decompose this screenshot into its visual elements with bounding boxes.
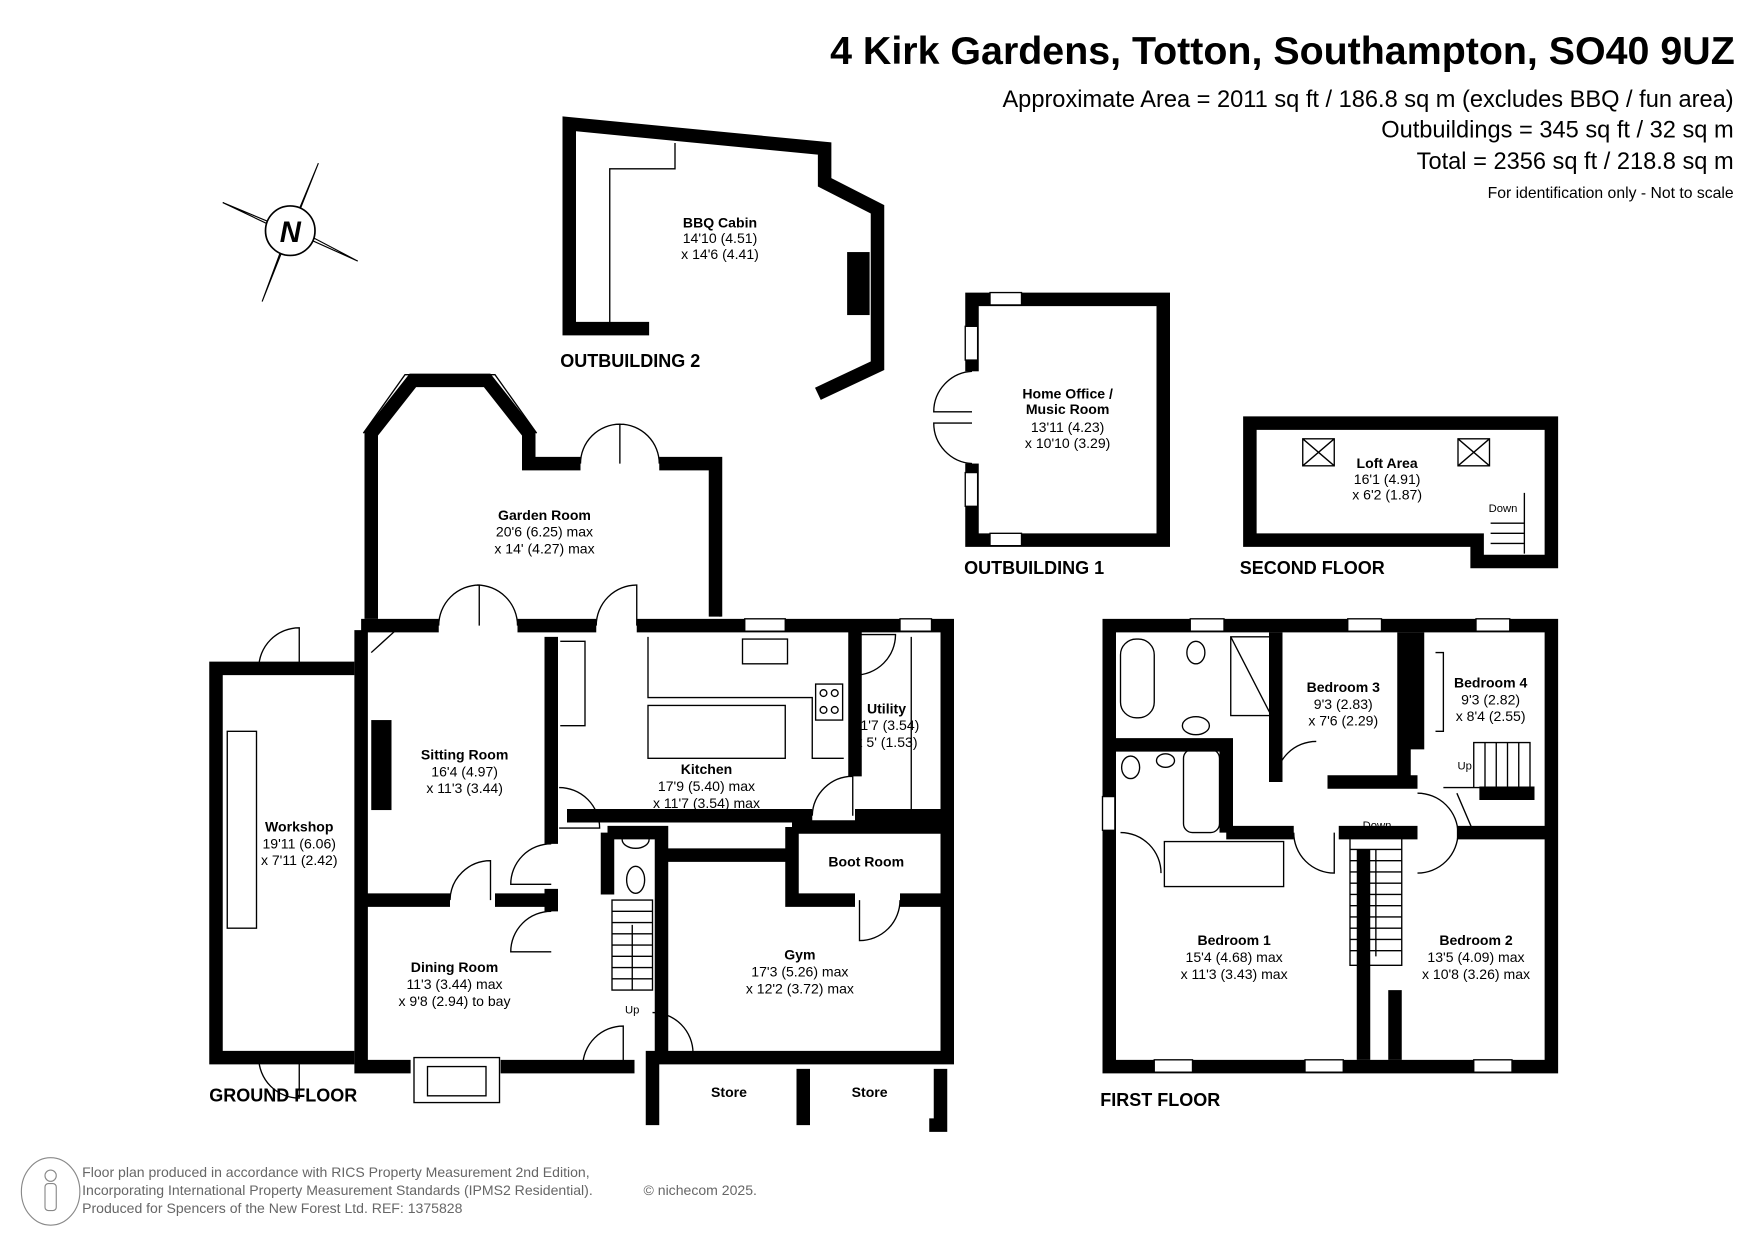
room-dims: 11'7 (3.54) xyxy=(854,717,920,733)
room-dims: 17'3 (5.26) max xyxy=(751,964,848,980)
label-first-floor: FIRST FLOOR xyxy=(1100,1090,1220,1110)
compass-icon: N xyxy=(222,162,359,302)
bbq-cabin: BBQ Cabin 14'10 (4.51) x 14'6 (4.41) xyxy=(562,116,885,400)
room-dims: x 11'3 (3.43) max xyxy=(1181,966,1288,982)
room-dims: 16'4 (4.97) xyxy=(431,763,498,779)
room-dims: x 10'10 (3.29) xyxy=(1025,435,1110,451)
room-name: Bedroom 1 xyxy=(1197,932,1271,948)
footer-line-3: Produced for Spencers of the New Forest … xyxy=(82,1200,462,1216)
room-dims: 20'6 (6.25) max xyxy=(496,524,593,540)
room-name: Dining Room xyxy=(411,959,498,975)
room-name: Bedroom 4 xyxy=(1454,674,1528,690)
room-name: Home Office / xyxy=(1022,385,1113,401)
room-dims: 15'4 (4.68) max xyxy=(1186,949,1283,965)
ground-floor: Up xyxy=(209,373,954,1132)
room-dims: x 8'4 (2.55) xyxy=(1456,708,1526,724)
room-dims: 17'9 (5.40) max xyxy=(658,778,755,794)
loft-area: Loft Area 16'1 (4.91) x 6'2 (1.87) Down xyxy=(1243,416,1559,569)
room-dims: x 14'6 (4.41) xyxy=(681,246,759,262)
disclaimer: For identification only - Not to scale xyxy=(1488,185,1734,202)
home-office: Home Office / Music Room 13'11 (4.23) x … xyxy=(933,291,1170,547)
room-name: Gym xyxy=(784,947,815,963)
room-dims: x 5' (1.53) xyxy=(855,734,917,750)
stairs-down-label: Down xyxy=(1489,503,1518,515)
room-name: Workshop xyxy=(265,818,333,834)
outbuildings-area: Outbuildings = 345 sq ft / 32 sq m xyxy=(1381,117,1733,143)
room-name: Bedroom 2 xyxy=(1439,932,1513,948)
total-area: Total = 2356 sq ft / 218.8 sq m xyxy=(1417,149,1734,175)
room-dims: 11'3 (3.44) max xyxy=(406,976,502,992)
label-outbuilding-2: OUTBUILDING 2 xyxy=(560,351,700,371)
room-dims: 9'3 (2.82) xyxy=(1461,691,1520,707)
room-dims: x 7'6 (2.29) xyxy=(1308,713,1378,729)
stairs-up-label: Up xyxy=(1458,761,1472,773)
stairs-down-label: Down xyxy=(1363,820,1392,832)
room-name: Bedroom 3 xyxy=(1307,679,1381,695)
room-dims: x 11'3 (3.44) xyxy=(426,780,503,796)
room-name: Utility xyxy=(867,700,906,716)
room-dims: x 14' (4.27) max xyxy=(494,541,594,557)
room-name: Store xyxy=(711,1084,747,1100)
footer-line-1: Floor plan produced in accordance with R… xyxy=(82,1164,590,1180)
room-dims: 16'1 (4.91) xyxy=(1354,471,1421,487)
room-dims: x 6'2 (1.87) xyxy=(1352,487,1422,503)
room-dims: x 9'8 (2.94) to bay xyxy=(399,993,511,1009)
room-dims: 14'10 (4.51) xyxy=(683,230,758,246)
room-dims: 9'3 (2.83) xyxy=(1314,696,1373,712)
person-icon xyxy=(20,1157,81,1226)
room-dims: x 10'8 (3.26) max xyxy=(1422,966,1530,982)
label-outbuilding-1: OUTBUILDING 1 xyxy=(964,558,1104,578)
label-ground-floor: GROUND FLOOR xyxy=(209,1085,357,1105)
room-name: Garden Room xyxy=(498,507,591,523)
footer-line-2: Incorporating International Property Mea… xyxy=(82,1182,593,1198)
room-name: BBQ Cabin xyxy=(683,214,757,230)
compass-north-label: N xyxy=(280,217,302,249)
address-title: 4 Kirk Gardens, Totton, Southampton, SO4… xyxy=(830,29,1735,73)
stairs-up-label: Up xyxy=(625,1005,639,1017)
room-name: Loft Area xyxy=(1357,455,1418,471)
room-name: Boot Room xyxy=(828,853,904,869)
approx-area: Approximate Area = 2011 sq ft / 186.8 sq… xyxy=(1002,87,1733,113)
room-name: Kitchen xyxy=(681,761,733,777)
room-dims: x 12'2 (3.72) max xyxy=(746,980,854,996)
first-floor: Up Down xyxy=(1101,618,1559,1074)
footer-copyright: © nichecom 2025. xyxy=(644,1182,757,1198)
room-dims: 13'11 (4.23) xyxy=(1031,419,1105,435)
room-name: Store xyxy=(852,1084,888,1100)
room-dims: x 7'11 (2.42) xyxy=(261,852,338,868)
room-dims: x 11'7 (3.54) max xyxy=(653,795,760,811)
room-dims: 19'11 (6.06) xyxy=(263,835,337,851)
label-second-floor: SECOND FLOOR xyxy=(1240,558,1385,578)
room-name: Music Room xyxy=(1026,401,1110,417)
room-name: Sitting Room xyxy=(421,746,508,762)
room-dims: 13'5 (4.09) max xyxy=(1427,949,1524,965)
